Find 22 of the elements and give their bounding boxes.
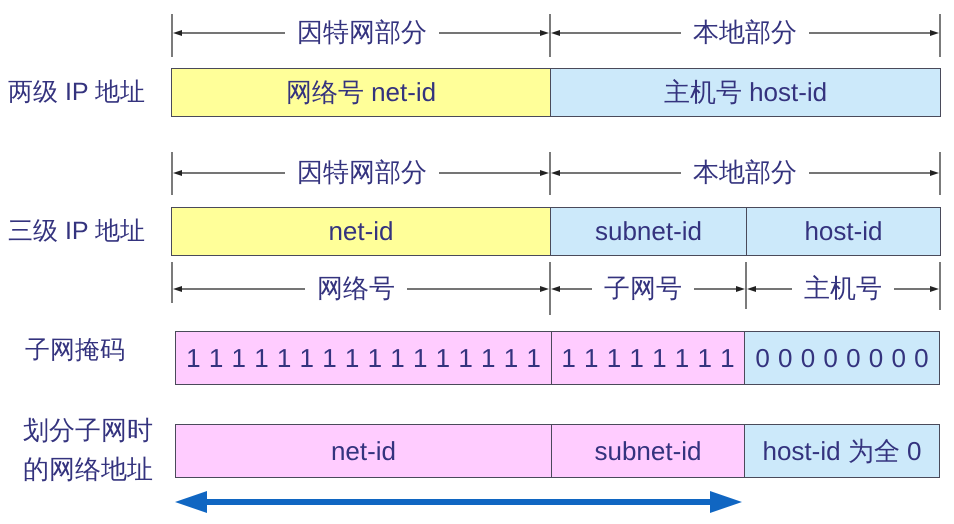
dimension-label: 本地部分 [693,18,797,48]
dimension-label: 子网号 [604,274,682,304]
segment-box: host-id 为全 0 [744,424,940,478]
row-label: 划分子网时的网络地址 [22,414,154,486]
segment-box: 1 1 1 1 1 1 1 1 [551,331,745,385]
segment-box: 0 0 0 0 0 0 0 0 [744,331,940,385]
segment-box: subnet-id [550,207,747,256]
row-label: 子网掩码 [25,336,125,364]
segment-box: net-id [175,424,552,478]
segment-box: subnet-id [551,424,745,478]
dimension-label: 因特网部分 [297,18,427,48]
dimension-label: 因特网部分 [297,158,427,188]
dimension-label: 网络号 [317,274,395,304]
segment-box: host-id [746,207,941,256]
segment-box: net-id [171,207,551,256]
dimension-label: 本地部分 [693,158,797,188]
segment-box: 主机号 host-id [550,68,941,117]
dimension-label: 主机号 [804,274,882,304]
row-label: 两级 IP 地址 [8,78,146,106]
row-label: 三级 IP 地址 [8,216,146,246]
segment-box: 网络号 net-id [171,68,551,117]
segment-box: 1 1 1 1 1 1 1 1 1 1 1 1 1 1 1 1 [175,331,552,385]
